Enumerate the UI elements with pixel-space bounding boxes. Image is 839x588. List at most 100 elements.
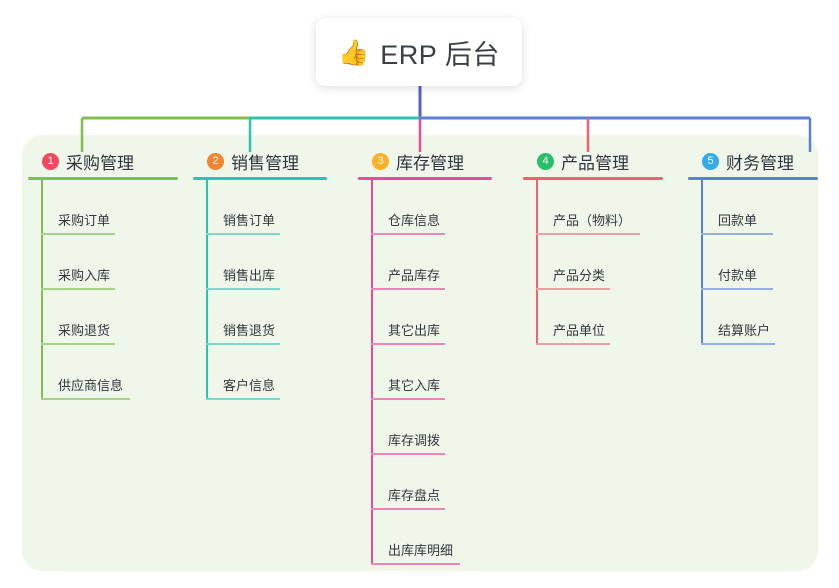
branch-item-rule: [536, 288, 610, 290]
branch-item-rule: [206, 398, 280, 400]
branch-item-rule: [701, 288, 773, 290]
branch-item[interactable]: 采购退货: [28, 290, 178, 345]
branch-item-rule: [41, 398, 130, 400]
branch-rule-2: [193, 177, 327, 180]
branch-item[interactable]: 采购订单: [28, 180, 178, 235]
branch-item[interactable]: 销售退货: [193, 290, 327, 345]
branch-title-5: 财务管理: [726, 153, 794, 173]
branch-item-rule: [371, 343, 445, 345]
branch-item-rule: [701, 233, 773, 235]
branch-item-rule: [536, 343, 610, 345]
branch-item[interactable]: 客户信息: [193, 345, 327, 400]
branch-item-rule: [41, 288, 115, 290]
branch-item-rule: [206, 233, 280, 235]
branch-item-label: 库存调拨: [388, 433, 441, 448]
branch-item[interactable]: 仓库信息: [358, 180, 492, 235]
branch-item-rule: [371, 233, 445, 235]
branch-item-label: 供应商信息: [58, 378, 124, 393]
branch-item[interactable]: 供应商信息: [28, 345, 178, 400]
branch-item[interactable]: 库存调拨: [358, 400, 492, 455]
branch-item[interactable]: 其它入库: [358, 345, 492, 400]
branch-header-1[interactable]: 1 采购管理: [28, 150, 178, 173]
branch-item-label: 产品单位: [553, 323, 606, 338]
branch-rule-3: [358, 177, 492, 180]
branch-badge-3: 3: [372, 152, 389, 170]
branch-item-label: 销售订单: [223, 213, 276, 228]
branch-item-label: 产品（物料）: [553, 213, 632, 228]
branch-item-label: 客户信息: [223, 378, 276, 393]
branch-column-1: 1 采购管理采购订单采购入库采购退货供应商信息: [28, 150, 178, 400]
branch-header-5[interactable]: 5 财务管理: [688, 150, 818, 173]
branch-item-rule: [701, 343, 775, 345]
branch-title-1: 采购管理: [66, 153, 134, 173]
branch-item-label: 付款单: [718, 268, 758, 283]
branch-title-4: 产品管理: [561, 153, 629, 173]
diagram-panel: [22, 135, 818, 571]
branch-item-label: 产品分类: [553, 268, 606, 283]
branch-spine-2: [206, 180, 208, 400]
branch-item-label: 销售退货: [223, 323, 276, 338]
branch-item[interactable]: 产品库存: [358, 235, 492, 290]
branch-title-3: 库存管理: [396, 153, 464, 173]
branch-item[interactable]: 结算账户: [688, 290, 818, 345]
branch-item-label: 库存盘点: [388, 488, 441, 503]
branch-header-3[interactable]: 3 库存管理: [358, 150, 492, 173]
branch-item-label: 回款单: [718, 213, 758, 228]
branch-item-label: 其它入库: [388, 378, 441, 393]
branch-item[interactable]: 销售出库: [193, 235, 327, 290]
branch-item-rule: [536, 233, 640, 235]
branch-item-label: 销售出库: [223, 268, 276, 283]
branch-item-label: 其它出库: [388, 323, 441, 338]
branch-item[interactable]: 产品（物料）: [523, 180, 663, 235]
branch-badge-1: 1: [42, 152, 59, 170]
branch-item-rule: [41, 233, 115, 235]
branch-item[interactable]: 回款单: [688, 180, 818, 235]
branch-title-2: 销售管理: [231, 153, 299, 173]
branch-rule-1: [28, 177, 178, 180]
branch-item[interactable]: 付款单: [688, 235, 818, 290]
branch-item[interactable]: 其它出库: [358, 290, 492, 345]
branch-item-rule: [206, 288, 280, 290]
branch-items-1: 采购订单采购入库采购退货供应商信息: [28, 180, 178, 400]
branch-items-3: 仓库信息产品库存其它出库其它入库库存调拨库存盘点出库库明细: [358, 180, 492, 565]
branch-item-label: 仓库信息: [388, 213, 441, 228]
branch-item[interactable]: 产品分类: [523, 235, 663, 290]
branch-spine-4: [536, 180, 538, 345]
branch-badge-2: 2: [207, 152, 224, 170]
branch-item[interactable]: 采购入库: [28, 235, 178, 290]
branch-header-4[interactable]: 4 产品管理: [523, 150, 663, 173]
branch-item-label: 采购入库: [58, 268, 111, 283]
branch-item[interactable]: 销售订单: [193, 180, 327, 235]
branch-items-4: 产品（物料） 产品分类产品单位: [523, 180, 663, 345]
branch-item-rule: [371, 508, 445, 510]
branch-item-rule: [206, 343, 280, 345]
branch-items-5: 回款单付款单结算账户: [688, 180, 818, 345]
branch-rule-5: [688, 177, 818, 180]
branch-item-label: 采购订单: [58, 213, 111, 228]
branch-column-2: 2 销售管理销售订单销售出库销售退货客户信息: [193, 150, 327, 400]
branch-badge-4: 4: [537, 152, 554, 170]
branch-column-4: 4 产品管理产品（物料） 产品分类产品单位: [523, 150, 663, 345]
branch-item-label: 产品库存: [388, 268, 441, 283]
branch-column-5: 5 财务管理回款单付款单结算账户: [688, 150, 818, 345]
branch-header-2[interactable]: 2 销售管理: [193, 150, 327, 173]
branch-item-rule: [371, 453, 445, 455]
branch-item-rule: [371, 563, 460, 565]
branch-items-2: 销售订单销售出库销售退货客户信息: [193, 180, 327, 400]
branch-item[interactable]: 出库库明细: [358, 510, 492, 565]
branch-item-label: 采购退货: [58, 323, 111, 338]
branch-item-rule: [371, 398, 445, 400]
branch-item[interactable]: 库存盘点: [358, 455, 492, 510]
branch-badge-5: 5: [702, 152, 719, 170]
root-node[interactable]: 👍 ERP 后台: [316, 18, 522, 86]
branch-item-rule: [371, 288, 445, 290]
branch-rule-4: [523, 177, 663, 180]
branch-column-3: 3 库存管理仓库信息产品库存其它出库其它入库库存调拨库存盘点出库库明细: [358, 150, 492, 565]
branch-item[interactable]: 产品单位: [523, 290, 663, 345]
branch-spine-5: [701, 180, 703, 345]
branch-item-label: 出库库明细: [388, 543, 454, 558]
branch-item-label: 结算账户: [718, 323, 771, 338]
thumbs-up-icon: 👍: [338, 37, 370, 67]
branch-item-rule: [41, 343, 115, 345]
